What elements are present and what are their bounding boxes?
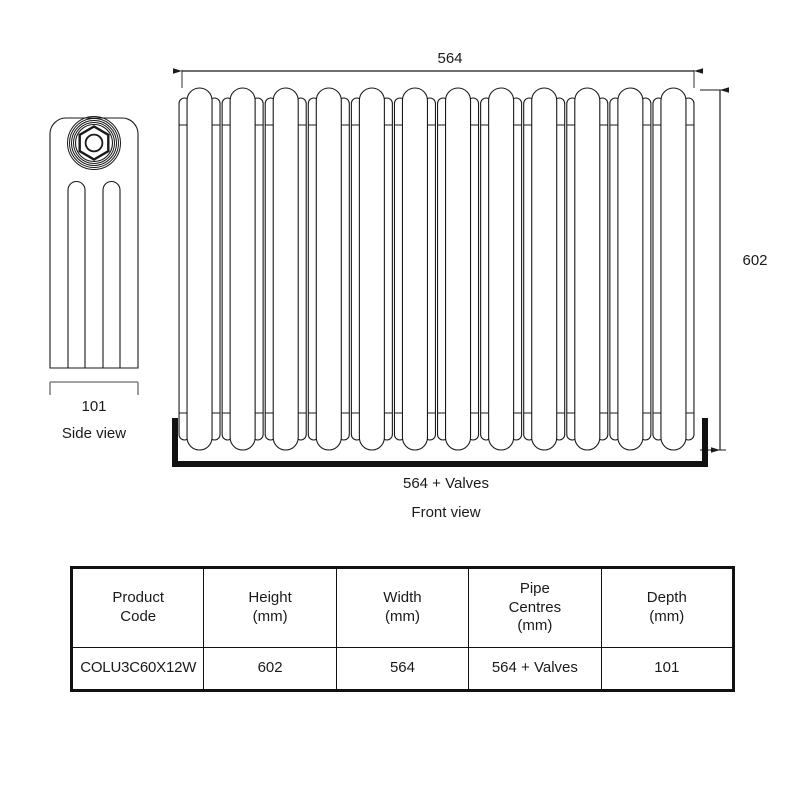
radiator-section bbox=[652, 87, 695, 451]
radiator-section bbox=[609, 87, 652, 451]
radiator-column bbox=[186, 87, 213, 451]
spec-table: Product Code Height (mm) Width (mm) Pipe… bbox=[70, 566, 735, 692]
header-depth: Depth (mm) bbox=[600, 567, 735, 648]
height-dimension-label: 602 bbox=[742, 252, 767, 269]
radiator-column bbox=[574, 87, 601, 451]
header-line-1: Product bbox=[112, 589, 165, 607]
header-line-1: Pipe bbox=[519, 579, 550, 597]
depth-dimension: 101 bbox=[49, 381, 139, 415]
depth-dimension-label: 101 bbox=[81, 398, 106, 415]
radiator-section bbox=[264, 87, 307, 451]
cell-product-code: COLU3C60X12W bbox=[70, 647, 205, 691]
width-dimension: 564 bbox=[173, 50, 703, 88]
header-width: Width (mm) bbox=[335, 567, 470, 648]
radiator-section bbox=[436, 87, 480, 451]
radiator-section bbox=[523, 87, 566, 451]
radiator-sections bbox=[178, 87, 695, 451]
table-header-row: Product Code Height (mm) Width (mm) Pipe… bbox=[70, 567, 735, 648]
side-view-slot-right bbox=[102, 181, 121, 368]
radiator-section bbox=[350, 87, 393, 451]
front-view-group: 564 602 564 + Valves Front view bbox=[172, 50, 768, 521]
table-row: COLU3C60X12W 602 564 564 + Valves 101 bbox=[70, 647, 735, 691]
side-view-slot-left bbox=[67, 181, 86, 368]
radiator-column bbox=[229, 87, 256, 451]
radiator-section bbox=[480, 87, 523, 451]
spec-table-container: Product Code Height (mm) Width (mm) Pipe… bbox=[70, 566, 735, 692]
header-line-2: (mm) bbox=[384, 608, 420, 625]
header-pipe-centres: Pipe Centres (mm) bbox=[468, 567, 602, 648]
radiator-section bbox=[178, 87, 221, 451]
header-line-1: Height bbox=[248, 589, 292, 607]
cell-pipe-centres: 564 + Valves bbox=[468, 647, 602, 691]
radiator-column bbox=[660, 87, 687, 451]
cell-height: 602 bbox=[203, 647, 337, 691]
side-view-caption: Side view bbox=[62, 425, 126, 442]
height-dimension: 602 bbox=[700, 87, 768, 453]
header-line-1: Depth bbox=[646, 589, 687, 607]
width-dimension-label: 564 bbox=[437, 50, 462, 67]
radiator-column bbox=[272, 87, 299, 451]
valve-bracket bbox=[172, 418, 708, 467]
radiator-section bbox=[566, 87, 609, 451]
radiator-column bbox=[315, 87, 342, 451]
radiator-section bbox=[221, 87, 264, 451]
header-line-3: (mm) bbox=[517, 617, 553, 635]
header-product-code: Product Code bbox=[70, 567, 205, 648]
header-height: Height (mm) bbox=[203, 567, 337, 648]
header-line-2: (mm) bbox=[649, 608, 685, 625]
radiator-column bbox=[488, 87, 515, 451]
side-view-body-outline bbox=[49, 117, 139, 369]
radiator-column bbox=[401, 87, 429, 451]
cell-width: 564 bbox=[335, 647, 470, 691]
header-line-2: Centres bbox=[508, 598, 562, 616]
valve-boss-icon bbox=[67, 116, 121, 170]
radiator-column bbox=[531, 87, 558, 451]
radiator-column bbox=[617, 87, 644, 451]
radiator-section bbox=[307, 87, 350, 451]
radiator-column bbox=[444, 87, 472, 451]
header-line-1: Width bbox=[383, 589, 422, 607]
header-line-2: (mm) bbox=[252, 608, 288, 625]
cell-depth: 101 bbox=[600, 647, 735, 691]
radiator-section bbox=[393, 87, 437, 451]
radiator-column bbox=[358, 87, 385, 451]
side-view-group: 101 Side view bbox=[49, 116, 139, 442]
pipe-centres-dimension-label: 564 + Valves bbox=[403, 475, 489, 492]
front-view-caption: Front view bbox=[411, 504, 480, 521]
header-line-2: Code bbox=[120, 608, 157, 625]
